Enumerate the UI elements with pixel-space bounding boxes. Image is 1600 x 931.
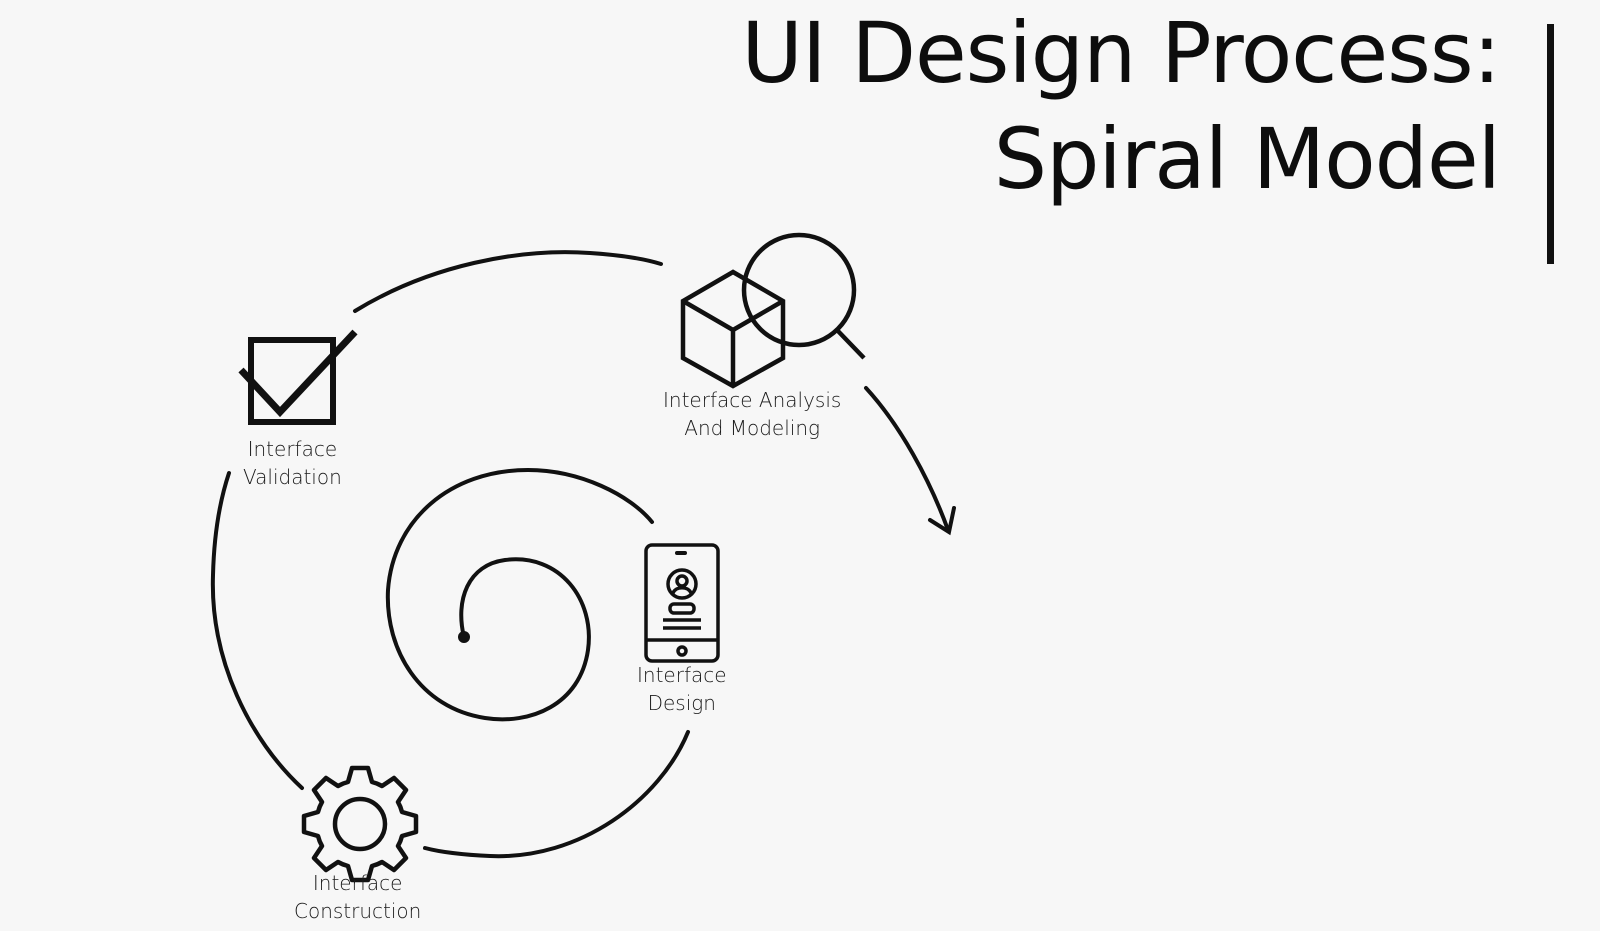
label-construction-line-1: Interface xyxy=(312,871,403,895)
spiral-segment-outer-arrow xyxy=(864,386,950,532)
label-design-line-2: Design xyxy=(647,691,716,715)
label-design-line-1: Interface xyxy=(637,663,727,687)
title-line-1: UI Design Process: xyxy=(741,4,1501,102)
label-validation-line-2: Validation xyxy=(243,465,342,489)
title-line-2: Spiral Model xyxy=(993,110,1501,208)
spiral-segment-validation-to-analysis xyxy=(353,250,663,313)
smartphone-profile-icon xyxy=(644,543,720,663)
cube-magnifier-icon xyxy=(680,232,866,389)
spiral-center-dot xyxy=(458,631,470,643)
title-accent-bar xyxy=(1547,24,1554,264)
arrowhead xyxy=(928,506,956,536)
label-analysis-line-2: And Modeling xyxy=(684,416,820,440)
label-construction-line-2: Construction xyxy=(294,899,422,923)
checkbox-checked-icon xyxy=(238,329,358,425)
page-title: UI Design Process: Spiral Model xyxy=(741,0,1501,212)
gear-icon xyxy=(301,765,419,883)
label-interface-validation: Interface Validation xyxy=(243,435,342,491)
spiral-segment-design-to-construction xyxy=(423,730,690,859)
label-interface-analysis: Interface Analysis And Modeling xyxy=(663,386,841,442)
label-validation-line-1: Interface xyxy=(247,437,338,461)
spiral-segment-inner xyxy=(385,467,654,722)
spiral-segment-construction-to-validation xyxy=(210,471,304,790)
label-interface-construction: Interface Construction xyxy=(294,869,421,925)
label-analysis-line-1: Interface Analysis xyxy=(663,388,842,412)
label-interface-design: Interface Design xyxy=(637,661,727,717)
